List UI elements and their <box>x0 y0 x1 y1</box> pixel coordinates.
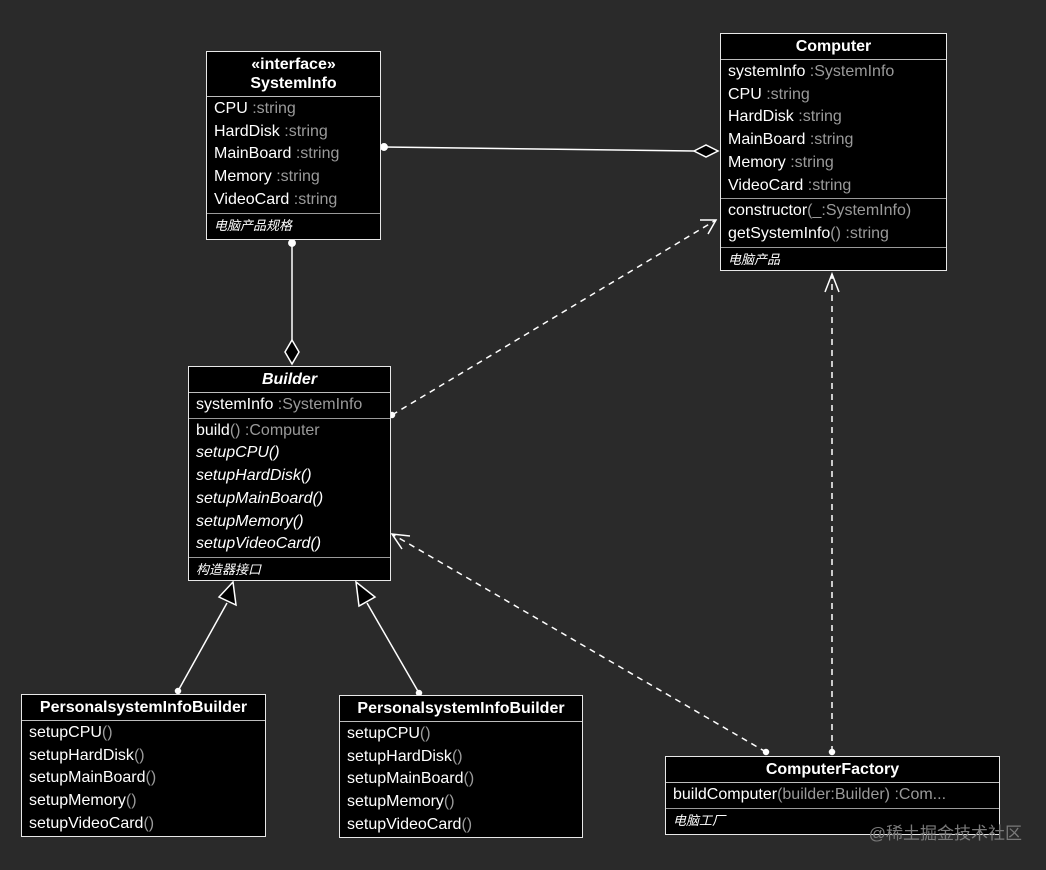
class-computer[interactable]: Computer systemInfo :SystemInfo CPU :str… <box>720 33 947 271</box>
method-row: setupMainBoard() <box>347 770 475 788</box>
class-note: 电脑产品 <box>728 251 781 267</box>
class-systeminfo[interactable]: «interface» SystemInfo CPU :string HardD… <box>206 51 381 240</box>
generalization-personal1-builder <box>174 580 237 695</box>
attribute-row: Memory :string <box>728 153 834 171</box>
attribute-row: MainBoard :string <box>728 131 854 149</box>
class-name: ComputerFactory <box>765 761 900 778</box>
methods-section: constructor(_:SystemInfo) getSystemInfo(… <box>721 199 946 248</box>
methods-section: setupCPU() setupHardDisk() setupMainBoar… <box>22 721 265 836</box>
abstract-method-row: setupCPU() <box>196 444 280 462</box>
class-name: SystemInfo <box>250 75 337 92</box>
method-row: buildComputer(builder:Builder) :Com... <box>673 786 947 803</box>
class-header: PersonalsystemInfoBuilder <box>340 696 582 722</box>
aggregation-systeminfo-computer <box>380 143 720 158</box>
watermark: @稀土掘金技术社区 <box>868 824 1022 843</box>
class-header: Builder <box>189 367 390 393</box>
abstract-method-row: setupHardDisk() <box>196 467 312 485</box>
attributes-section: CPU :string HardDisk :string MainBoard :… <box>207 97 380 214</box>
method-row: setupCPU() <box>347 725 431 742</box>
attribute-row: CPU :string <box>728 85 810 103</box>
attribute-row: VideoCard :string <box>728 176 852 194</box>
dependency-factory-computer <box>824 271 840 756</box>
methods-section: setupCPU() setupHardDisk() setupMainBoar… <box>340 722 582 837</box>
class-header: Computer <box>721 34 946 60</box>
class-header: PersonalsystemInfoBuilder <box>22 695 265 721</box>
class-note: 电脑产品规格 <box>214 217 293 233</box>
class-note: 构造器接口 <box>196 561 262 577</box>
abstract-method-row: setupMainBoard() <box>196 489 324 507</box>
method-row: setupVideoCard() <box>29 814 155 832</box>
class-personal-builder-1[interactable]: PersonalsystemInfoBuilder setupCPU() set… <box>21 694 266 837</box>
note-section: 电脑产品规格 <box>207 214 380 238</box>
method-row: setupVideoCard() <box>347 815 473 833</box>
class-name: Builder <box>261 371 318 388</box>
class-name: PersonalsystemInfoBuilder <box>357 700 565 717</box>
method-row: setupMemory() <box>347 793 455 811</box>
method-row: setupHardDisk() <box>347 747 463 765</box>
attribute-row: systemInfo :SystemInfo <box>196 396 363 413</box>
class-name: Computer <box>795 38 872 55</box>
aggregation-systeminfo-builder <box>284 239 300 366</box>
attribute-row: CPU :string <box>214 100 296 117</box>
attribute-row: HardDisk :string <box>728 108 842 126</box>
class-header: ComputerFactory <box>666 757 999 783</box>
methods-section: buildComputer(builder:Builder) :Com... <box>666 783 999 809</box>
abstract-method-row: setupMemory() <box>196 512 304 530</box>
class-computer-factory[interactable]: ComputerFactory buildComputer(builder:Bu… <box>665 756 1000 835</box>
dependency-builder-computer <box>388 219 718 419</box>
method-row: setupMemory() <box>29 792 137 810</box>
attribute-row: systemInfo :SystemInfo <box>728 63 895 80</box>
class-name: PersonalsystemInfoBuilder <box>39 699 248 716</box>
attributes-section: systemInfo :SystemInfo <box>189 393 390 419</box>
generalization-personal2-builder <box>355 580 423 697</box>
class-personal-builder-2[interactable]: PersonalsystemInfoBuilder setupCPU() set… <box>339 695 583 838</box>
stereotype-label: «interface» <box>251 56 336 73</box>
method-row: build() :Computer <box>196 421 320 439</box>
class-header: «interface» SystemInfo <box>207 52 380 97</box>
note-section: 电脑工厂 <box>666 809 999 833</box>
attribute-row: HardDisk :string <box>214 122 328 140</box>
class-note: 电脑工厂 <box>673 812 726 828</box>
note-section: 电脑产品 <box>721 248 946 270</box>
attribute-row: Memory :string <box>214 168 320 186</box>
method-row: setupMainBoard() <box>29 769 157 787</box>
method-row: setupCPU() <box>29 724 113 741</box>
note-section: 构造器接口 <box>189 558 390 580</box>
method-row: setupHardDisk() <box>29 746 145 764</box>
methods-section: build() :Computer setupCPU() setupHardDi… <box>189 419 390 558</box>
method-row: constructor(_:SystemInfo) <box>728 202 912 220</box>
attribute-row: VideoCard :string <box>214 190 338 208</box>
abstract-method-row: setupVideoCard() <box>196 535 322 553</box>
class-builder[interactable]: Builder systemInfo :SystemInfo build() :… <box>188 366 391 581</box>
method-row: getSystemInfo() :string <box>728 224 889 242</box>
attributes-section: systemInfo :SystemInfo CPU :string HardD… <box>721 60 946 200</box>
attribute-row: MainBoard :string <box>214 145 340 163</box>
